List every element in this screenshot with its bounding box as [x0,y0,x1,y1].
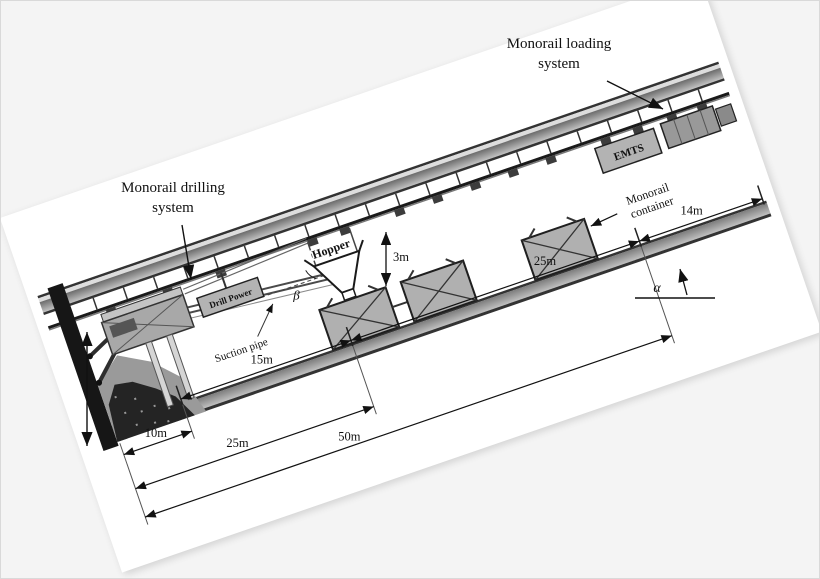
container-coupling [392,300,408,309]
monorail-container-label: Monorail container [590,180,675,227]
dim-10m: 10m [145,426,168,440]
dim-15m: 15m [251,353,274,367]
drilling-callout-line2: system [152,199,194,216]
bottom-dimensions: 10m 25m 50m [119,246,675,525]
loading-callout-line1: Monorail loading [506,36,612,52]
dim-50m: 50m [338,429,361,443]
loading-unit [659,103,738,150]
dim-25m-left: 25m [226,436,249,450]
dim-14m: 14m [680,204,703,218]
drilling-callout-line1: Monorail drilling [121,180,225,196]
beta-angle-arc [305,270,317,279]
tunnel-roof [37,61,725,315]
drilling-system-callout: Monorail drilling system [83,179,263,218]
tunnel-floor [109,200,772,443]
loading-callout-line2: system [538,55,580,72]
emts-box: EMTS [593,127,663,175]
beta-label: β [292,288,300,303]
loading-system-callout: Monorail loading system [469,35,649,74]
dim-25m-haul: 25m [534,254,557,268]
